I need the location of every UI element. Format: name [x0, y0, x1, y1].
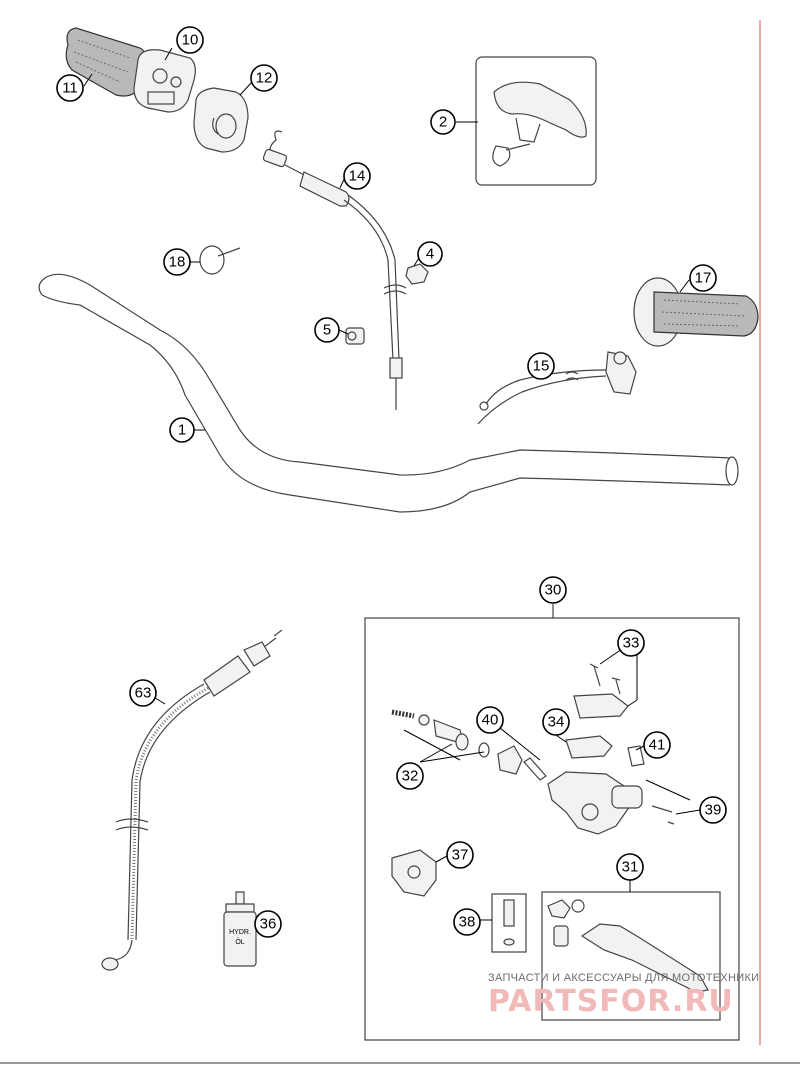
callout-label-15: 15 — [533, 358, 550, 375]
callout-label-38: 38 — [459, 914, 476, 931]
right-grip — [633, 277, 759, 347]
dust-boot — [497, 745, 547, 781]
clamp — [391, 849, 437, 897]
callout-label-34: 34 — [548, 714, 565, 731]
callout-17: 17 — [689, 264, 717, 292]
callout-34: 34 — [542, 708, 570, 736]
handlebar — [38, 273, 739, 513]
callout-33: 33 — [617, 629, 645, 657]
cable-tie — [199, 245, 241, 275]
callout-label-32: 32 — [402, 768, 419, 785]
master-cylinder-group — [364, 604, 740, 1041]
callout-label-36: 36 — [260, 916, 277, 933]
callout-label-41: 41 — [649, 737, 666, 754]
callout-40: 40 — [476, 706, 504, 734]
master-cylinder-body — [547, 745, 645, 835]
callout-4: 4 — [417, 241, 443, 267]
clutch-cable — [101, 629, 283, 971]
callout-label-31: 31 — [622, 859, 639, 876]
callout-12: 12 — [250, 64, 278, 92]
cable-nipple — [345, 327, 365, 345]
callout-11: 11 — [56, 74, 84, 102]
callout-30: 30 — [539, 576, 567, 604]
callout-18: 18 — [163, 248, 191, 276]
bolt-set — [651, 805, 675, 825]
callout-label-39: 39 — [705, 802, 722, 819]
callout-14: 14 — [343, 162, 371, 190]
callout-label-12: 12 — [256, 70, 273, 87]
callout-label-33: 33 — [623, 635, 640, 652]
bottle-label-line-2: ÖL — [235, 938, 244, 946]
callout-label-18: 18 — [169, 254, 186, 271]
callout-label-14: 14 — [349, 168, 366, 185]
callout-label-5: 5 — [323, 322, 331, 339]
watermark-logo: PARTSFOR.RU — [488, 984, 734, 1019]
callout-38: 38 — [453, 908, 481, 936]
callout-label-40: 40 — [482, 712, 499, 729]
callout-15: 15 — [527, 352, 555, 380]
throttle-cover — [193, 87, 249, 153]
handguard-box — [475, 56, 597, 186]
oil-bottle: HYDR. ÖL — [223, 891, 257, 967]
callout-1: 1 — [169, 417, 195, 443]
clutch-lever — [541, 891, 721, 1021]
callout-63: 63 — [129, 679, 157, 707]
callout-5: 5 — [314, 317, 340, 343]
callout-label-2: 2 — [439, 114, 447, 131]
callout-label-10: 10 — [182, 32, 199, 49]
callout-label-11: 11 — [62, 80, 78, 97]
hot-start-cable — [262, 130, 407, 410]
pivot-pin — [491, 893, 527, 953]
watermark-tagline: ЗАПЧАСТИ И АКСЕССУАРЫ ДЛЯ МОТОТЕХНИКИ — [488, 972, 760, 984]
callout-label-17: 17 — [695, 270, 712, 287]
throttle-housing — [133, 49, 196, 113]
callout-label-4: 4 — [426, 246, 434, 263]
callout-label-63: 63 — [135, 685, 152, 702]
callout-label-1: 1 — [178, 422, 186, 439]
kill-switch — [477, 351, 637, 425]
callout-label-30: 30 — [545, 582, 562, 599]
callout-39: 39 — [699, 796, 727, 824]
callout-label-37: 37 — [452, 847, 469, 864]
callout-2: 2 — [430, 109, 456, 135]
bottle-label: HYDR. — [229, 929, 251, 936]
callout-31: 31 — [616, 853, 644, 881]
callout-10: 10 — [176, 26, 204, 54]
callout-32: 32 — [396, 762, 424, 790]
callout-37: 37 — [446, 841, 474, 869]
diaphragm — [565, 735, 613, 759]
callout-36: 36 — [254, 910, 282, 938]
callout-41: 41 — [643, 731, 671, 759]
reservoir-cover — [573, 663, 629, 719]
cable-nut — [405, 263, 429, 285]
piston-kit — [391, 709, 490, 758]
